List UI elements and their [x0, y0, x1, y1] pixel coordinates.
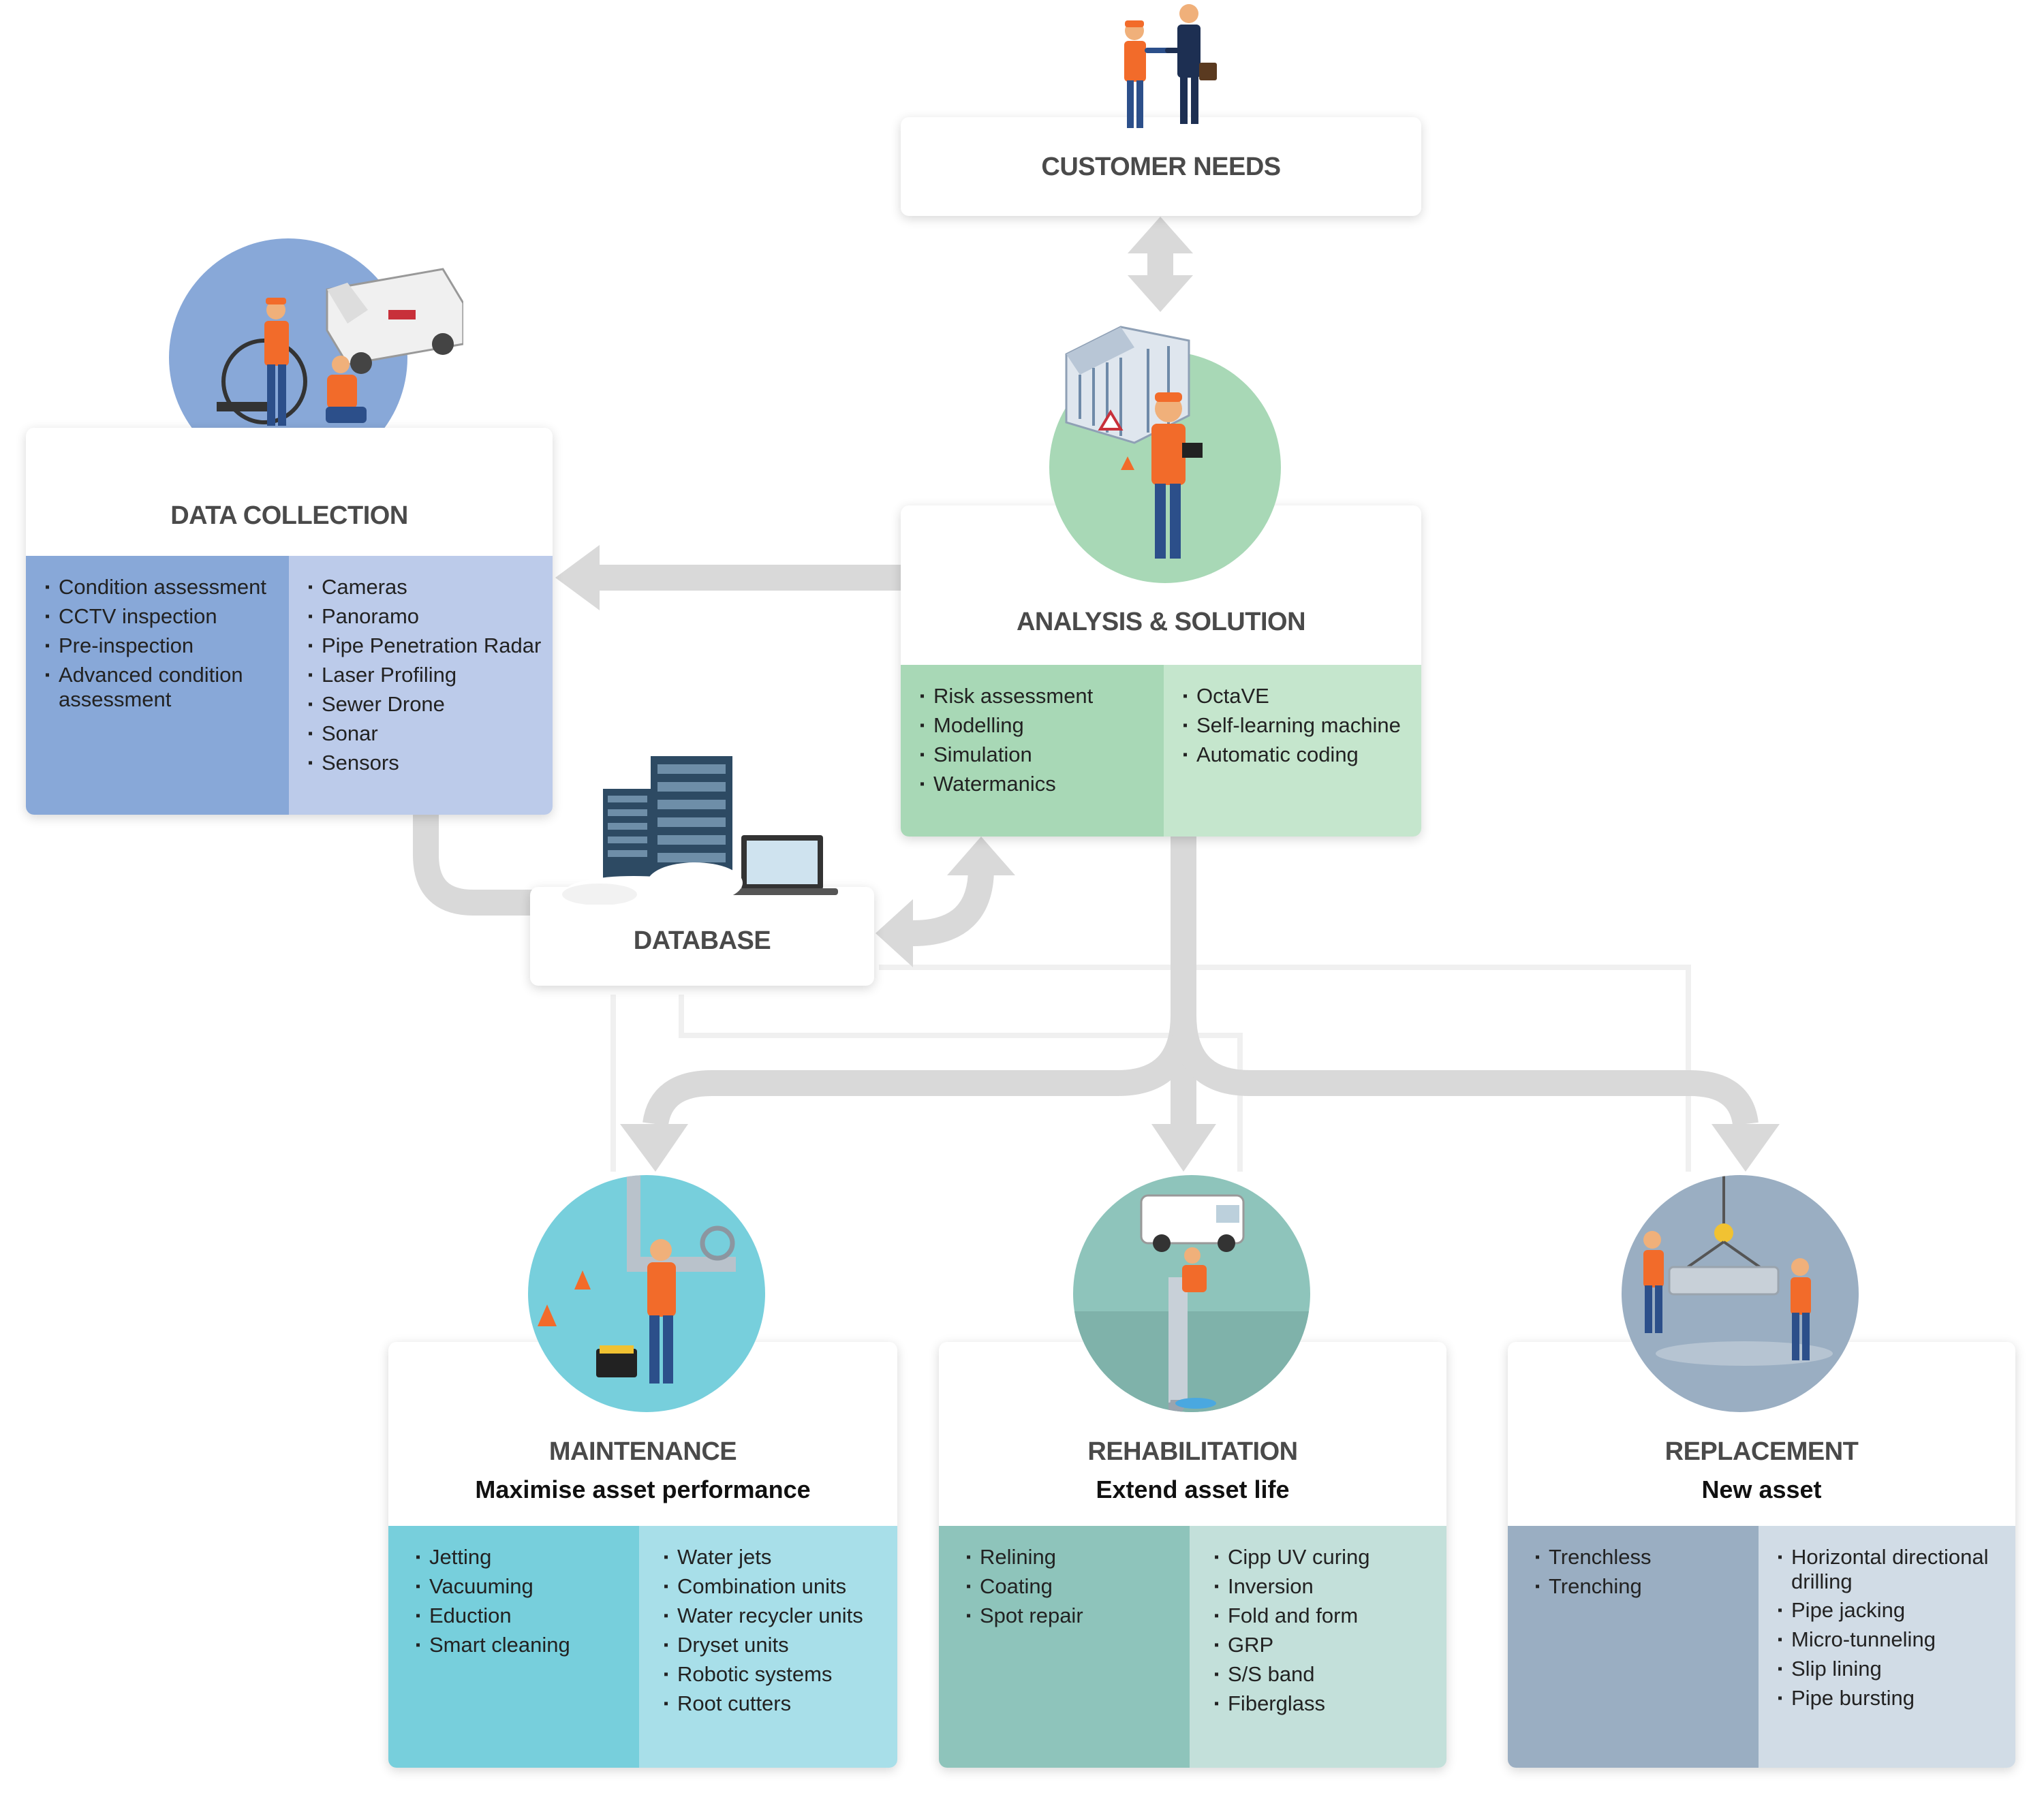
analysis-col1: Risk assessmentModellingSimulationWaterm… [901, 665, 1164, 837]
rehabilitation-columns: ReliningCoatingSpot repair Cipp UV curin… [939, 1526, 1446, 1768]
relining-van-icon [1073, 1194, 1310, 1412]
maintenance-subtitle: Maximise asset performance [475, 1475, 811, 1503]
data-collection-title: DATA COLLECTION [170, 501, 408, 530]
list-item: CCTV inspection [45, 604, 282, 629]
arrowhead-datacollection [555, 545, 600, 610]
rehabilitation-illustration [1073, 1175, 1310, 1412]
list-item: Self-learning machine [1183, 713, 1414, 738]
replacement-col2: Horizontal directional drillingPipe jack… [1759, 1526, 2015, 1768]
handshake-icon [1124, 4, 1217, 128]
list-item: Trenching [1535, 1574, 1752, 1599]
list-item: Slip lining [1778, 1657, 2009, 1681]
list-item: Micro-tunneling [1778, 1627, 2009, 1652]
list-item: Root cutters [664, 1691, 891, 1716]
list-item: Robotic systems [664, 1662, 891, 1687]
list-item: Simulation [920, 743, 1157, 767]
data-collection-col1: Condition assessmentCCTV inspectionPre-i… [26, 556, 289, 815]
server-cloud-icon [562, 756, 838, 905]
replacement-illustration [1622, 1175, 1859, 1412]
arrowhead-up-customer [1128, 217, 1193, 253]
analysis-columns: Risk assessmentModellingSimulationWaterm… [901, 665, 1421, 837]
list-item: OctaVE [1183, 684, 1414, 708]
database-title: DATABASE [633, 926, 771, 955]
list-item: Water jets [664, 1545, 891, 1569]
arrowhead-to-analysis [947, 837, 1015, 875]
list-item: Jetting [416, 1545, 632, 1569]
engineer-tablet-icon [1065, 326, 1203, 559]
list-item: Spot repair [966, 1604, 1183, 1628]
maintenance-col1: JettingVacuumingEductionSmart cleaning [388, 1526, 639, 1768]
list-item: Vacuuming [416, 1574, 632, 1599]
arrowhead-to-database [876, 899, 913, 967]
cctv-van-icon [264, 268, 463, 426]
replacement-card: REPLACEMENT New asset TrenchlessTrenchin… [1508, 1342, 2015, 1768]
maintenance-columns: JettingVacuumingEductionSmart cleaning W… [388, 1526, 897, 1768]
arrowhead-replacement [1712, 1124, 1780, 1172]
list-item: Water recycler units [664, 1604, 891, 1628]
list-item: Coating [966, 1574, 1183, 1599]
list-item: Pipe bursting [1778, 1686, 2009, 1710]
list-item: Sonar [308, 721, 546, 746]
list-item: Modelling [920, 713, 1157, 738]
list-item: Sewer Drone [308, 692, 546, 717]
rehabilitation-subtitle: Extend asset life [1096, 1475, 1290, 1503]
list-item: Trenchless [1535, 1545, 1752, 1569]
arrowhead-rehabilitation [1151, 1124, 1216, 1172]
list-item: Automatic coding [1183, 743, 1414, 767]
replacement-subtitle: New asset [1701, 1475, 1822, 1503]
return-line-rehab [679, 995, 1243, 1172]
list-item: Cipp UV curing [1214, 1545, 1440, 1569]
list-item: Panoramo [308, 604, 546, 629]
list-item: Combination units [664, 1574, 891, 1599]
analysis-title: ANALYSIS & SOLUTION [1016, 608, 1306, 636]
list-item: Pipe jacking [1778, 1598, 2009, 1623]
list-item: Horizontal directional drilling [1778, 1545, 2009, 1593]
list-item: Relining [966, 1545, 1183, 1569]
list-item: Laser Profiling [308, 663, 546, 687]
list-item: Watermanics [920, 772, 1157, 796]
arrow-datacollection-to-database [413, 814, 545, 916]
customer-needs-title: CUSTOMER NEEDS [1041, 153, 1281, 181]
list-item: S/S band [1214, 1662, 1440, 1687]
arrowhead-down-analysis [1128, 275, 1193, 312]
arrowhead-maintenance [620, 1124, 688, 1172]
list-item: Cameras [308, 575, 546, 599]
return-line-replacement [879, 965, 1691, 1172]
list-item: Dryset units [664, 1633, 891, 1657]
rehabilitation-title: REHABILITATION [1087, 1437, 1298, 1466]
data-collection-col2: CamerasPanoramoPipe Penetration RadarLas… [289, 556, 553, 815]
list-item: Fold and form [1214, 1604, 1440, 1628]
maintenance-illustration [528, 1175, 765, 1412]
data-collection-columns: Condition assessmentCCTV inspectionPre-i… [26, 556, 553, 815]
crane-pipe-icon [1643, 1175, 1833, 1366]
list-item: Smart cleaning [416, 1633, 632, 1657]
replacement-col1: TrenchlessTrenching [1508, 1526, 1759, 1768]
list-item: Sensors [308, 751, 546, 775]
data-collection-card: DATA COLLECTION Condition assessmentCCTV… [26, 428, 553, 815]
pipe-valve-icon [538, 1175, 736, 1384]
customer-needs-card: CUSTOMER NEEDS [901, 117, 1421, 216]
rehabilitation-col1: ReliningCoatingSpot repair [939, 1526, 1190, 1768]
list-item: Risk assessment [920, 684, 1157, 708]
replacement-columns: TrenchlessTrenching Horizontal direction… [1508, 1526, 2015, 1768]
list-item: Fiberglass [1214, 1691, 1440, 1716]
replacement-title: REPLACEMENT [1664, 1437, 1859, 1466]
list-item: Pre-inspection [45, 634, 282, 658]
list-item: Inversion [1214, 1574, 1440, 1599]
analysis-col2: OctaVE Self-learning machineAutomatic cod… [1164, 665, 1421, 837]
maintenance-col2: Water jetsCombination unitsWater recycle… [639, 1526, 897, 1768]
list-item: GRP [1214, 1633, 1440, 1657]
list-item: Condition assessment [45, 575, 282, 599]
list-item: Eduction [416, 1604, 632, 1628]
maintenance-card: MAINTENANCE Maximise asset performance J… [388, 1342, 897, 1768]
list-item: Pipe Penetration Radar [308, 634, 546, 658]
rehabilitation-card: REHABILITATION Extend asset life Relinin… [939, 1342, 1446, 1768]
arrow-branch-replacement [1171, 1014, 1759, 1127]
maintenance-title: MAINTENANCE [548, 1437, 737, 1466]
arrow-database-analysis [899, 868, 994, 946]
rehabilitation-col2: Cipp UV curingInversionFold and formGRP S… [1190, 1526, 1446, 1768]
list-item: Advanced condition assessment [45, 663, 282, 711]
